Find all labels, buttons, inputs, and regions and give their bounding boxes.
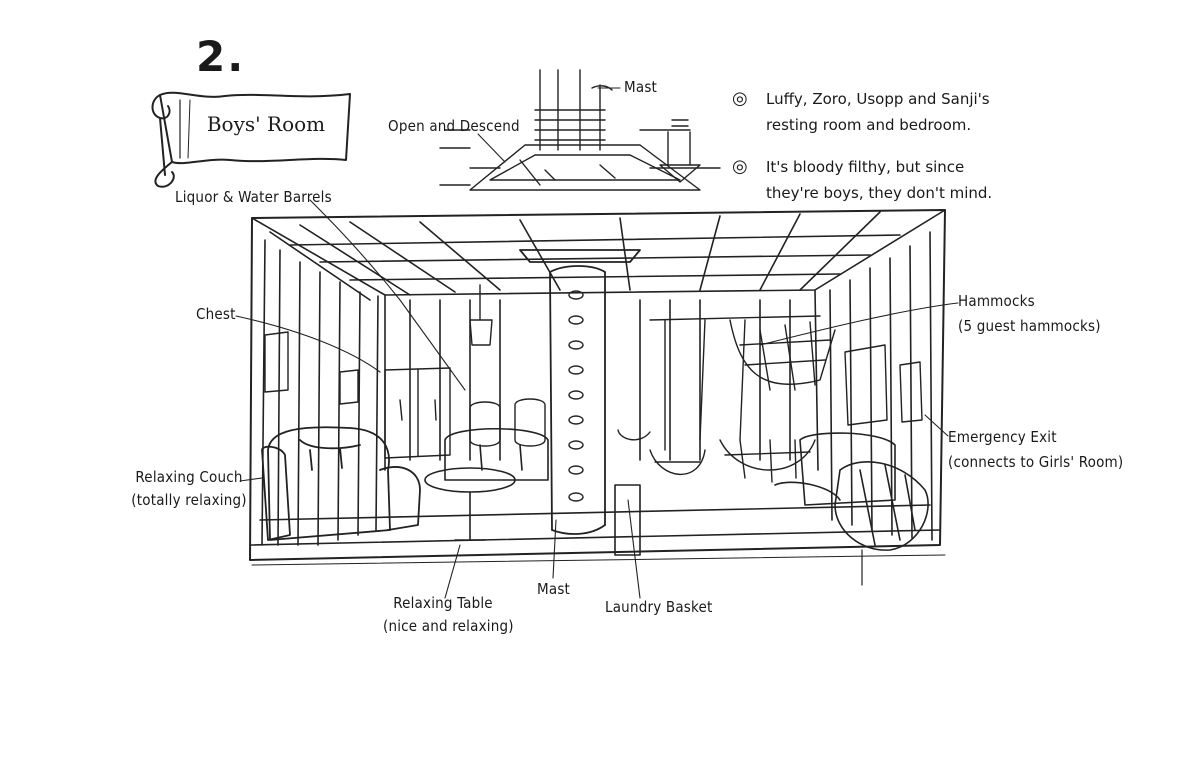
note-2-line-2: they're boys, they don't mind. [766,184,993,202]
relaxing-table [424,467,516,541]
hammocks [617,315,836,483]
note-bullet-1: ◎ [732,88,748,109]
room-box [249,209,946,566]
note-1-line-2: resting room and bedroom. [766,116,972,134]
note-2-line-1: It's bloody filthy, but since [766,158,965,176]
leader-lines [235,87,959,599]
label-relaxing-couch: Relaxing Couch (totally relaxing) [130,468,248,510]
label-open-descend: Open and Descend [388,117,520,135]
hatch-sketch [439,69,721,191]
emergency-exit-door [844,344,923,426]
label-relaxing-table: Relaxing Table (nice and relaxing) [383,594,514,636]
mast-column [519,249,641,535]
note-2: ◎ It's bloody filthy, but since they're … [732,154,992,206]
label-mast-top: Mast [624,78,658,96]
room-title: Boys' Room [206,112,326,136]
wall-frame-left [264,331,359,405]
mast-pegs [568,290,584,502]
label-hammocks-line-1: Hammocks [958,292,1035,310]
relaxing-couch [261,426,421,541]
label-exit-line-1: Emergency Exit [948,428,1057,446]
label-table-line-2: (nice and relaxing) [383,616,514,635]
note-bullet-2: ◎ [732,156,748,177]
label-emergency-exit: Emergency Exit (connects to Girls' Room) [948,428,1123,472]
chest-cabinet [384,367,451,459]
section-number: 2. [196,32,246,81]
label-couch-line-2: (totally relaxing) [131,490,247,509]
note-1-line-1: Luffy, Zoro, Usopp and Sanji's [766,90,990,108]
label-couch-line-1: Relaxing Couch [135,468,243,486]
label-mast-bottom: Mast [537,580,571,598]
label-exit-line-2: (connects to Girls' Room) [948,452,1124,471]
laundry-basket [614,432,929,586]
label-liquor-barrels: Liquor & Water Barrels [175,188,332,206]
hanging-lamp [469,284,493,346]
title-scroll [151,91,351,188]
label-chest: Chest [196,305,236,323]
back-couch [444,427,549,481]
label-hammocks-line-2: (5 guest hammocks) [958,316,1101,335]
barrels [469,398,546,447]
label-laundry-basket: Laundry Basket [605,598,713,616]
label-hammocks: Hammocks (5 guest hammocks) [958,292,1101,336]
note-1: ◎ Luffy, Zoro, Usopp and Sanji's resting… [732,86,990,138]
label-table-line-1: Relaxing Table [393,594,493,612]
